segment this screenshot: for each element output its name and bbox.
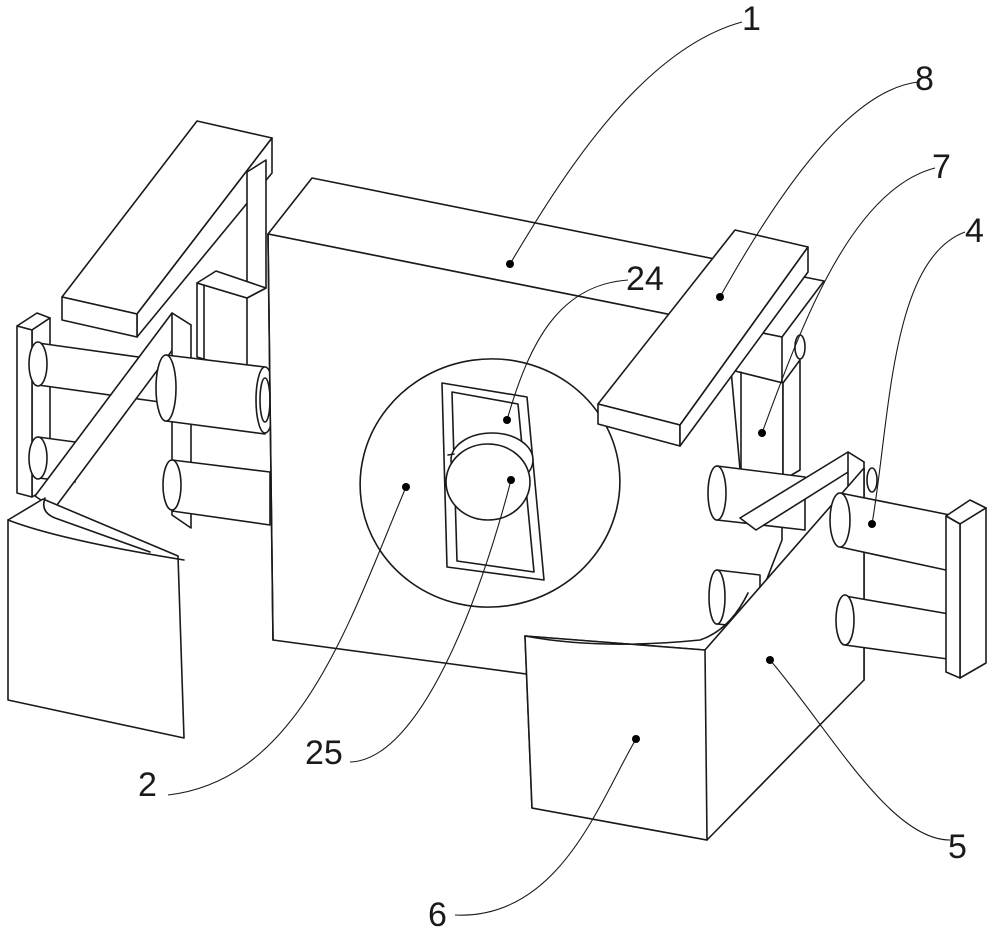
left-inner-cylinder-upper: [155, 354, 275, 435]
leader-2: [167, 486, 407, 796]
leader-5: [769, 659, 951, 841]
left-assembly: [7, 120, 275, 739]
left-inner-cylinder-lower: [162, 459, 271, 526]
leader-1-dot: [506, 260, 514, 268]
label-24: 24: [626, 260, 664, 298]
leader-8-dot: [716, 293, 724, 301]
leader-1: [509, 21, 743, 265]
leader-6-dot: [632, 735, 640, 743]
label-5: 5: [948, 828, 967, 866]
reference-labels: 1 8 7 4 24 25 2 5 6: [138, 0, 984, 934]
right-inner-cylinder-upper: [707, 465, 806, 531]
label-2: 2: [138, 766, 157, 804]
leader-7-dot: [758, 429, 766, 437]
label-4: 4: [965, 212, 984, 250]
leader-2-dot: [402, 483, 410, 491]
leader-8: [719, 81, 919, 298]
leader-lines: [167, 21, 966, 916]
label-1: 1: [742, 0, 761, 38]
leader-25-dot: [507, 476, 515, 484]
label-6: 6: [428, 896, 447, 934]
leader-25: [349, 479, 512, 763]
right-outer-cylinder-upper: [829, 467, 956, 573]
leader-4: [871, 231, 966, 525]
label-8: 8: [915, 60, 934, 98]
leader-24-dot: [503, 416, 511, 424]
label-25: 25: [305, 734, 343, 772]
leader-5-dot: [766, 656, 774, 664]
label-7: 7: [932, 148, 951, 186]
leader-4-dot: [868, 520, 876, 528]
right-assembly: [524, 229, 987, 841]
leader-24: [506, 279, 629, 421]
leader-6: [454, 738, 637, 916]
leader-7: [761, 167, 936, 434]
